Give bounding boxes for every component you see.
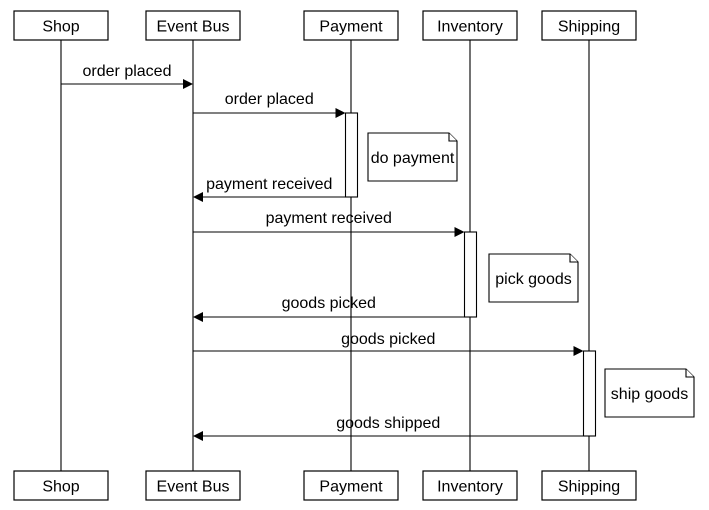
message-label: goods picked	[282, 295, 376, 312]
participant-shop-top: Shop	[13, 10, 109, 41]
message-label: order placed	[225, 91, 314, 108]
arrowhead-icon	[335, 108, 346, 118]
note-box	[604, 368, 695, 418]
note-fold	[448, 133, 457, 142]
participant-box	[145, 470, 241, 501]
activation-bar-inventory	[463, 231, 478, 318]
participant-box	[13, 10, 109, 41]
participant-event-bus-bottom: Event Bus	[145, 470, 241, 501]
participant-label: Payment	[319, 479, 383, 496]
arrowhead-icon	[573, 346, 584, 356]
arrowhead-icon	[183, 79, 193, 89]
message-label: goods shipped	[336, 415, 440, 432]
message-5: goods picked	[193, 295, 465, 322]
participant-box	[145, 10, 241, 41]
arrowhead-icon	[193, 431, 203, 441]
activation-bar-payment	[344, 112, 359, 198]
message-label: goods picked	[341, 331, 435, 348]
participant-box	[422, 10, 518, 41]
participant-payment-top: Payment	[303, 10, 399, 41]
note-box	[367, 132, 458, 182]
participant-shipping-top: Shipping	[541, 10, 637, 41]
participant-label: Event Bus	[157, 19, 230, 36]
participant-event-bus-top: Event Bus	[145, 10, 241, 41]
arrowhead-icon	[193, 192, 203, 202]
note-fold	[685, 369, 694, 378]
participant-label: Inventory	[437, 479, 503, 496]
note-text: do payment	[371, 150, 455, 167]
participant-box	[422, 470, 518, 501]
message-label: order placed	[83, 63, 172, 80]
note-box	[488, 253, 579, 303]
message-label: payment received	[206, 176, 332, 193]
participant-box	[303, 10, 399, 41]
note-payment: do payment	[367, 132, 458, 182]
participant-label: Shipping	[558, 479, 620, 496]
note-shipping: ship goods	[604, 368, 695, 418]
message-6: goods picked	[193, 331, 584, 356]
message-7: goods shipped	[193, 415, 584, 441]
arrowhead-icon	[454, 227, 465, 237]
message-1: order placed	[61, 63, 193, 89]
message-4: payment received	[193, 210, 465, 237]
activation-bar-shipping	[582, 350, 597, 437]
participant-label: Shop	[42, 19, 79, 36]
participant-payment-bottom: Payment	[303, 470, 399, 501]
participant-shipping-bottom: Shipping	[541, 470, 637, 501]
participant-label: Shipping	[558, 19, 620, 36]
participant-label: Event Bus	[157, 479, 230, 496]
participant-box	[303, 470, 399, 501]
message-label: payment received	[266, 210, 392, 227]
participant-box	[541, 10, 637, 41]
message-2: order placed	[193, 91, 346, 118]
participant-label: Payment	[319, 19, 383, 36]
participant-inventory-bottom: Inventory	[422, 470, 518, 501]
note-inventory: pick goods	[488, 253, 579, 303]
participant-label: Inventory	[437, 19, 503, 36]
participant-inventory-top: Inventory	[422, 10, 518, 41]
participant-label: Shop	[42, 479, 79, 496]
participant-shop-bottom: Shop	[13, 470, 109, 501]
message-3: payment received	[193, 176, 346, 202]
arrowhead-icon	[193, 312, 203, 322]
participant-box	[13, 470, 109, 501]
note-text: ship goods	[611, 386, 688, 403]
note-text: pick goods	[495, 271, 572, 288]
participant-box	[541, 470, 637, 501]
note-fold	[569, 254, 578, 263]
